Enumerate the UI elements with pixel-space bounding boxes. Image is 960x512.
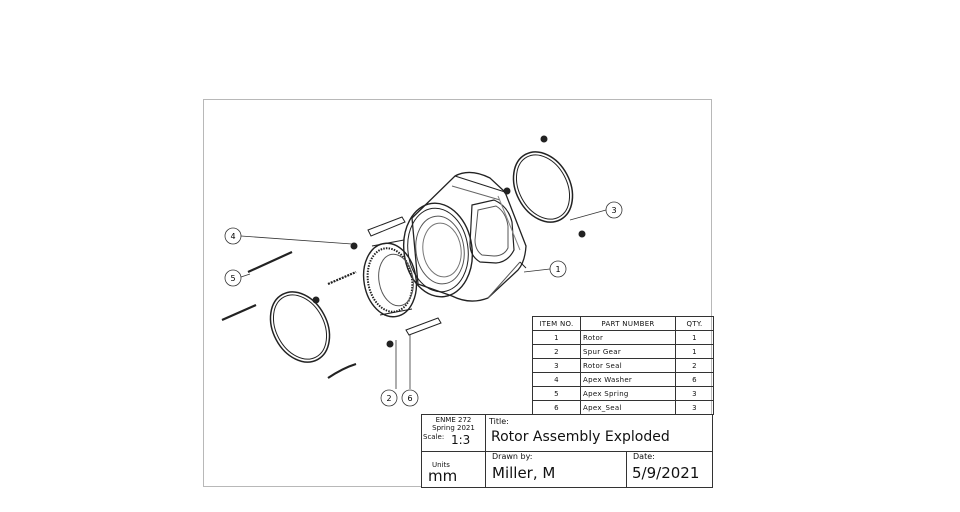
- svg-text:2: 2: [386, 394, 391, 403]
- bill-of-materials-table: ITEM NO. PART NUMBER QTY. 1 Rotor 1 2 Sp…: [532, 316, 714, 415]
- semester: Spring 2021: [432, 424, 475, 432]
- bom-row: 4 Apex Washer 6: [532, 372, 714, 387]
- course-code: ENME 272: [435, 416, 472, 424]
- scale-value: 1:3: [451, 433, 471, 447]
- apex-springs: [221, 250, 357, 379]
- rotor-seal-right: [512, 151, 574, 223]
- units-value: mm: [428, 467, 458, 485]
- bom-header-row: ITEM NO. PART NUMBER QTY.: [532, 316, 714, 331]
- bom-item-no: 4: [532, 372, 581, 387]
- balloon-callouts: 1 2 3 4 5 6: [224, 201, 623, 407]
- bom-item-no: 3: [532, 358, 581, 373]
- bom-part-number: Rotor: [580, 330, 676, 345]
- balloon-6: 6: [401, 389, 419, 407]
- bom-item-no: 5: [532, 386, 581, 401]
- bom-qty: 3: [675, 386, 714, 401]
- svg-text:6: 6: [407, 394, 412, 403]
- bom-part-number: Spur Gear: [580, 344, 676, 359]
- bom-header-item: ITEM NO.: [532, 316, 581, 331]
- rotor-seal-left: [269, 291, 331, 363]
- bom-row: 1 Rotor 1: [532, 330, 714, 345]
- bom-header-qty: QTY.: [675, 316, 714, 331]
- svg-text:1: 1: [555, 265, 560, 274]
- bom-qty: 3: [675, 400, 714, 415]
- balloon-1: 1: [549, 260, 567, 278]
- drawn-by-label: Drawn by:: [492, 452, 533, 461]
- bom-row: 2 Spur Gear 1: [532, 344, 714, 359]
- bom-qty: 2: [675, 358, 714, 373]
- bom-part-number: Apex Spring: [580, 386, 676, 401]
- bom-row: 6 Apex_Seal 3: [532, 400, 714, 415]
- title-label: Title:: [489, 417, 509, 426]
- balloon-4: 4: [224, 227, 242, 245]
- apex-seals: [367, 216, 442, 336]
- date-label: Date:: [633, 452, 655, 461]
- bom-qty: 1: [675, 330, 714, 345]
- balloon-2: 2: [380, 389, 398, 407]
- balloon-5: 5: [224, 269, 242, 287]
- leader-lines: [240, 209, 607, 389]
- apex-washers: [312, 135, 586, 348]
- units-label: Units: [432, 461, 450, 469]
- bom-item-no: 1: [532, 330, 581, 345]
- scale-label: Scale:: [423, 433, 445, 441]
- rotor-part: [403, 171, 527, 302]
- bom-item-no: 6: [532, 400, 581, 415]
- bom-row: 3 Rotor Seal 2: [532, 358, 714, 373]
- balloon-3: 3: [605, 201, 623, 219]
- svg-text:4: 4: [230, 232, 235, 241]
- svg-text:3: 3: [611, 206, 616, 215]
- bom-header-part: PART NUMBER: [580, 316, 676, 331]
- bom-qty: 1: [675, 344, 714, 359]
- title-block: ENME 272 Spring 2021 Scale: 1:3 Title: R…: [421, 414, 713, 488]
- bom-part-number: Apex Washer: [580, 372, 676, 387]
- date-value: 5/9/2021: [632, 464, 700, 482]
- bom-row: 5 Apex Spring 3: [532, 386, 714, 401]
- drawing-title: Rotor Assembly Exploded: [491, 429, 670, 445]
- svg-text:5: 5: [230, 274, 235, 283]
- bom-qty: 6: [675, 372, 714, 387]
- bom-part-number: Rotor Seal: [580, 358, 676, 373]
- bom-part-number: Apex_Seal: [580, 400, 676, 415]
- spur-gear-part: [362, 239, 418, 318]
- drawn-by-value: Miller, M: [492, 464, 556, 482]
- bom-item-no: 2: [532, 344, 581, 359]
